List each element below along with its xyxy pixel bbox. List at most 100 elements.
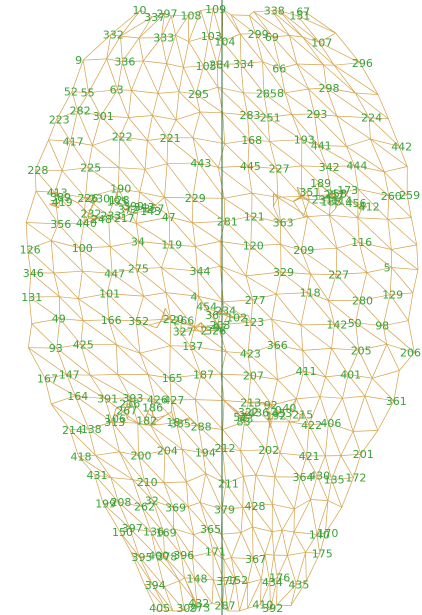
landmark-label: 164 [67,390,88,403]
mesh-edge [305,551,320,554]
mesh-edge [28,347,67,375]
mesh-edge [167,162,199,165]
mesh-edge [328,208,336,216]
mesh-edge [166,137,168,164]
mesh-edge [317,182,332,195]
mesh-edge [336,272,367,275]
landmark-label: 417 [63,135,84,148]
mesh-edge [336,115,370,119]
mesh-edge [168,244,198,272]
mesh-edge [132,479,154,501]
mesh-edge [370,138,385,172]
mesh-edge [384,166,408,173]
mesh-edge [236,410,242,418]
mesh-edge [129,527,152,532]
mesh-edge [272,36,281,69]
mesh-edge [300,216,308,251]
mesh-edge [225,483,244,508]
mesh-edge [245,271,282,277]
mesh-edge [59,318,84,321]
mesh-edge [85,197,109,216]
mesh-edge [240,532,254,559]
mesh-edge [203,35,210,66]
mesh-edge [164,163,168,198]
mesh-edge [296,63,324,66]
mesh-edge [271,476,276,505]
mesh-edge [252,526,266,555]
mesh-edge [222,9,232,16]
mesh-edge [111,421,120,452]
mesh-edge [110,477,133,480]
mesh-edge [272,35,290,38]
mesh-edge [328,300,335,325]
mesh-edge [354,165,359,190]
mesh-edge [106,273,113,294]
mesh-edge [144,163,168,170]
mesh-edge [308,424,326,457]
mesh-edge [262,61,265,94]
mesh-edge [143,295,172,320]
mesh-edge [388,194,408,197]
mesh-edge [141,206,149,212]
landmark-label: 148 [187,572,208,585]
mesh-edge [212,579,223,606]
landmark-label: 205 [351,344,372,357]
mesh-edge [296,63,327,89]
mesh-edge [280,63,298,69]
mesh-edge [208,8,214,37]
mesh-edge [245,411,248,419]
landmark-label: 138 [81,423,102,436]
mesh-edge [119,531,140,558]
mesh-edge [391,249,419,270]
landmark-label: 200 [131,450,152,463]
landmark-label: 267 [116,405,137,418]
mesh-edge [289,420,299,423]
mesh-edge [104,398,113,423]
mesh-edge [220,373,249,403]
mesh-edge [253,10,272,13]
mesh-edge [116,199,126,210]
mesh-edge [296,396,321,400]
mesh-edge [166,609,173,612]
mesh-edge [173,528,182,555]
mesh-edge [263,402,272,406]
mesh-edge [234,579,240,612]
mesh-edge [85,167,89,198]
mesh-edge [106,58,118,90]
mesh-edge [289,35,324,66]
mesh-edge [188,10,202,42]
mesh-edge [149,407,156,419]
mesh-edge [308,88,315,115]
mesh-edge [224,215,252,222]
mesh-edge [319,376,326,397]
mesh-edge [301,194,332,197]
landmark-label: 262 [134,501,155,514]
mesh-edge [35,169,63,172]
mesh-edge [222,447,227,484]
mesh-edge [301,165,332,195]
landmark-label: 129 [382,289,403,302]
landmark-label: 121 [244,210,265,223]
landmark-label: 432 [188,597,209,610]
landmark-label: 281 [217,215,238,228]
mesh-edge [267,117,302,140]
landmark-label: 413 [47,186,68,199]
landmark-label: 5 [384,262,391,275]
mesh-edge [176,422,204,453]
mesh-edge [82,34,112,61]
landmark-label: 287 [215,599,236,612]
landmark-label: 63 [110,84,124,97]
landmark-label: 454 [196,300,217,313]
mesh-edge [300,324,304,351]
mesh-edge [253,11,290,36]
landmark-label: 210 [137,476,158,489]
mesh-edge [203,324,209,331]
mesh-edge [255,33,273,38]
mesh-edge [335,274,361,301]
landmark-label: 423 [240,348,261,361]
mesh-edge [163,586,174,612]
mesh-edge [184,577,198,608]
mesh-edge [276,584,297,606]
landmark-label: 445 [240,160,261,173]
mesh-edge [88,92,102,117]
